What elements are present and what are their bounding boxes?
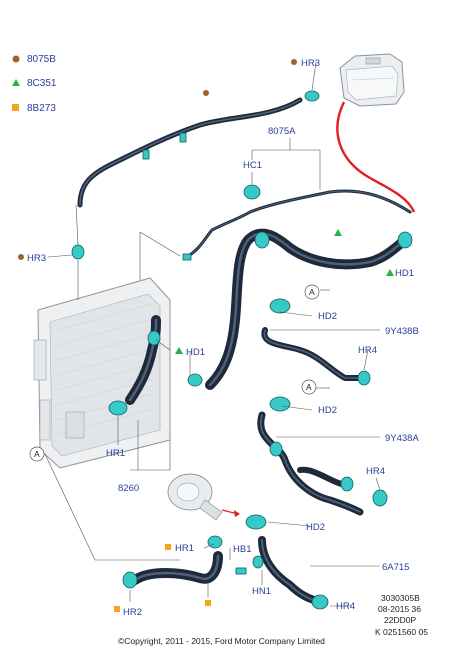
upper-vent-hose [77, 97, 303, 208]
arrow-head-icon [234, 510, 240, 517]
callout-hr1: HR1 [106, 448, 125, 459]
clamp-vent-b [142, 149, 150, 160]
marker-8c351-icon [175, 347, 183, 354]
expansion-tank [339, 53, 405, 107]
view-marker-icon [304, 284, 320, 300]
callout-hn1: HN1 [252, 586, 271, 597]
callout-hr3: HR3 [27, 253, 46, 264]
leader-lines [44, 61, 381, 607]
reference-line: 3030305B [381, 593, 420, 603]
legend-triangle-icon [12, 79, 20, 86]
view-marker-icon [301, 379, 317, 395]
callout-hr4: HR4 [366, 466, 385, 477]
callout-8260: 8260 [118, 483, 139, 494]
marker-8b273-icon [205, 600, 211, 606]
marker-8075b-icon [18, 254, 24, 260]
clamp-radiator-inlet [147, 330, 161, 346]
legend-square-icon [12, 104, 19, 111]
water-pump [167, 473, 223, 521]
clamp-hd1-upper [397, 231, 413, 249]
marker-8075b-icon [291, 59, 297, 65]
marker-8b273-icon [165, 544, 171, 550]
clamp-hr4-a [357, 370, 371, 386]
marker-8c351-icon [334, 229, 342, 236]
clamp-9y438a [269, 441, 283, 457]
legend-label: 8075B [27, 54, 56, 65]
clamp-upper-hose-a [254, 231, 270, 249]
clamps [71, 90, 413, 610]
callout-hb1: HB1 [233, 544, 251, 555]
marker-8b273-icon [114, 606, 120, 612]
callout-hd2: HD2 [318, 311, 337, 322]
callout-hr4: HR4 [336, 601, 355, 612]
callout-hd2: HD2 [306, 522, 325, 533]
callout-9y438b: 9Y438B [385, 326, 419, 337]
clamp-hd2-a [269, 298, 291, 314]
clamp-hr3-top [304, 90, 320, 102]
heater-hose-9y438b [261, 327, 363, 381]
clamp-hr4-c [311, 594, 329, 610]
clamp-tube [182, 253, 192, 261]
pump-outlet-hose-highlight [133, 554, 220, 582]
radiator-inlet-hose-highlight [128, 318, 158, 402]
legend-label: 8C351 [27, 78, 57, 89]
reference-line: 22DD0P [384, 615, 416, 625]
callout-labels: HR3 8075A HC1 HD1 HR3 HD2 9Y438B HR4 HD1… [27, 58, 419, 618]
highlighted-vent-hose [336, 101, 416, 213]
heater-hose-9y438a-branch [297, 466, 348, 488]
marker-8c351-icon [386, 269, 394, 276]
marker-8075b-icon [203, 90, 209, 96]
view-marker-icon [29, 446, 45, 462]
clamp-hb1 [235, 567, 247, 575]
clamp-hd1-mid [187, 373, 203, 387]
legend-label: 8B273 [27, 103, 56, 114]
clamp-hr1 [108, 400, 128, 416]
heater-hose-9y438a-highlight [259, 414, 361, 513]
clamp-hc1 [243, 184, 261, 200]
vent-tube-8075a-highlight [184, 190, 411, 259]
clamp-vent-a [179, 132, 187, 143]
clamp-hr4-b [372, 489, 388, 507]
clamp-hr1-lower [207, 535, 223, 549]
copyright-text: ©Copyright, 2011 - 2015, Ford Motor Comp… [118, 636, 325, 646]
clamp-hd2-c [245, 514, 267, 530]
clamp-hr4-b2 [340, 476, 354, 492]
legend: 8075B 8C351 8B273 [12, 54, 57, 114]
view-marker-label: A [306, 382, 312, 392]
upper-vent-hose-highlight [79, 99, 301, 206]
callout-hr3: HR3 [301, 58, 320, 69]
callout-hr2: HR2 [123, 607, 142, 618]
callout-hc1: HC1 [243, 160, 262, 171]
clamp-hd2-b [269, 396, 291, 412]
callout-hd1: HD1 [186, 347, 205, 358]
heater-hose-9y438a [257, 411, 364, 516]
legend-circle-icon [12, 55, 20, 63]
clamp-hr2 [122, 571, 138, 589]
reference-line: 08-2015 36 [378, 604, 421, 614]
lower-hose-6a715-highlight [261, 539, 323, 603]
view-marker-label: A [309, 287, 315, 297]
callout-hr1: HR1 [175, 543, 194, 554]
callout-hd2: HD2 [318, 405, 337, 416]
reference-line: K 0251560 05 [375, 627, 428, 637]
reference-block: 3030305B 08-2015 36 22DD0P K 0251560 05 [375, 593, 428, 637]
view-marker-label: A [34, 449, 40, 459]
clamp-hn1 [252, 555, 264, 569]
radiator [33, 277, 171, 469]
callout-hr4: HR4 [358, 345, 377, 356]
view-a-markers: A A A [29, 284, 320, 462]
callout-6a715: 6A715 [382, 562, 409, 573]
pump-outlet-hose [130, 551, 223, 585]
callout-9y438a: 9Y438A [385, 433, 419, 444]
heater-hose-9y438b-highlight [263, 329, 361, 379]
clamp-hr3-left [71, 244, 85, 260]
callout-8075a: 8075A [268, 126, 296, 137]
callout-hd1: HD1 [395, 268, 414, 279]
